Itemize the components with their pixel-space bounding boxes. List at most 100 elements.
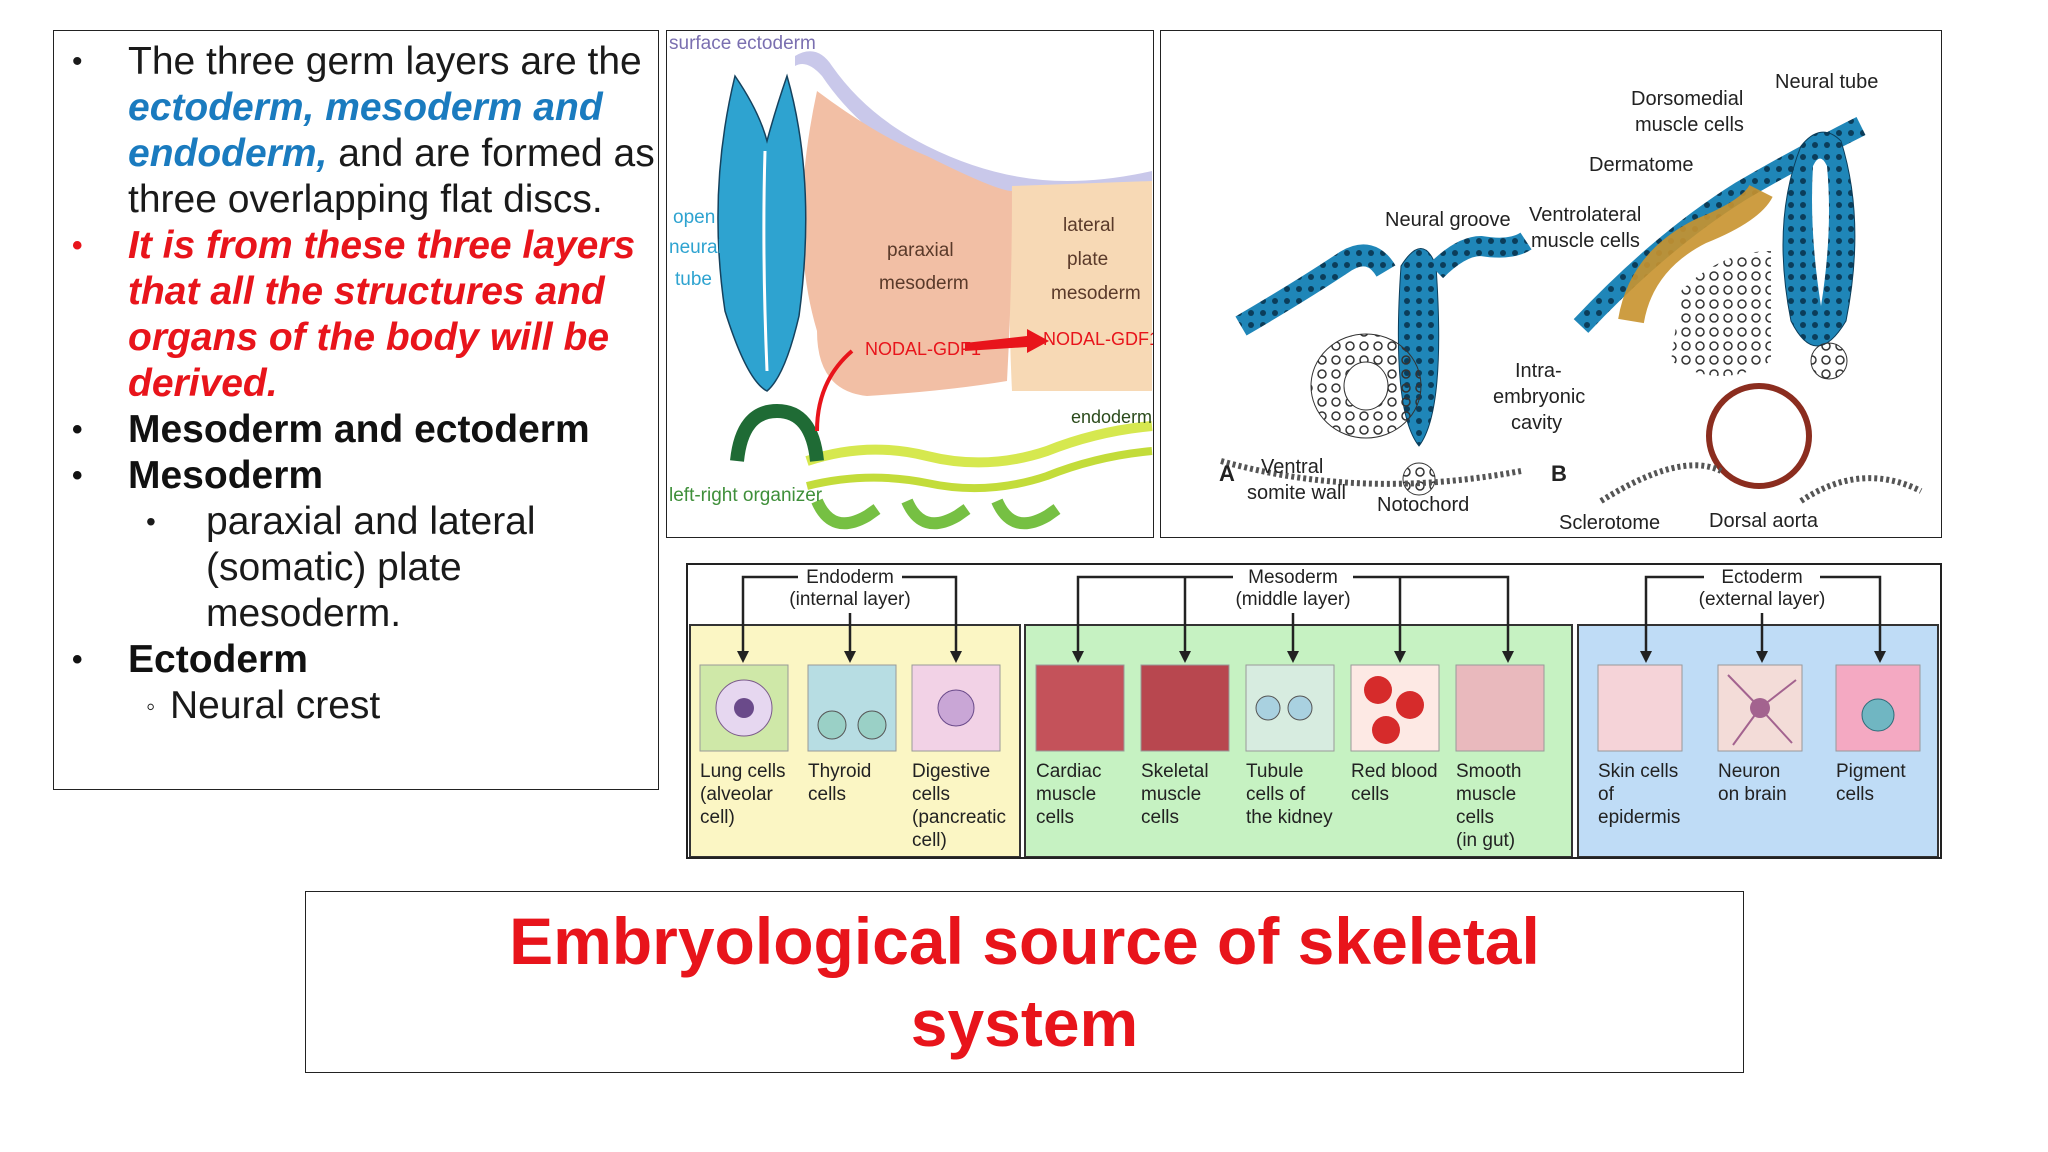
neural-tube-shape <box>717 73 807 392</box>
label-nodal-1: NODAL-GDF1 <box>865 339 981 359</box>
bullet-mesoderm-ectoderm: • Mesoderm and ectoderm <box>72 408 590 451</box>
cell-label-line: (in gut) <box>1456 830 1515 851</box>
cell-label-line: Skeletal <box>1141 761 1209 782</box>
endoderm-wave <box>805 421 1153 468</box>
bullet-ectoderm: • Ectoderm <box>72 638 308 681</box>
label-organizer: left-right organizer <box>669 485 823 506</box>
bullet-dot: • <box>72 45 83 78</box>
label-cavity: cavity <box>1511 412 1562 434</box>
label-somite-wall: somite wall <box>1247 482 1346 504</box>
label-intra: Intra- <box>1515 360 1562 382</box>
sub-bullet-paraxial: • paraxial and lateral (somatic) plate m… <box>146 500 536 635</box>
bullet-dot: • <box>72 459 83 492</box>
label-lp-mesoderm: mesoderm <box>1051 283 1141 304</box>
cell-label-line: cells of <box>1246 784 1306 805</box>
label-neural-groove: Neural groove <box>1385 209 1511 231</box>
neural-tube-mesoderm-figure: surface ectoderm open neural tube paraxi… <box>666 30 1159 538</box>
cell-labels: Lung cells(alveolarcell)ThyroidcellsDige… <box>700 761 1906 851</box>
label-ventral: Ventral <box>1261 456 1323 478</box>
cell-label-line: Neuron <box>1718 761 1780 782</box>
label-plate: plate <box>1067 249 1108 270</box>
ectoderm-connectors <box>1644 575 1882 653</box>
label-open: open <box>673 207 715 228</box>
cell-label-line: Pigment <box>1836 761 1906 782</box>
label-tube: tube <box>675 269 712 290</box>
cell-label-line: (pancreatic <box>912 807 1006 828</box>
label-lateral: lateral <box>1063 215 1115 236</box>
bullet-dot: • <box>146 506 156 537</box>
label-surface-ectoderm: surface ectoderm <box>669 33 816 54</box>
cell-label-line: Skin cells <box>1598 761 1678 782</box>
mesoderm-header: Mesoderm <box>1248 567 1338 588</box>
mesoderm-connectors <box>1076 575 1510 653</box>
paraxial-mesoderm-shape <box>802 91 1012 396</box>
cell-label-line: the kidney <box>1246 807 1333 828</box>
label-neural: neural <box>669 237 722 258</box>
mesoderm-subheader: (middle layer) <box>1235 589 1350 610</box>
label-a: A <box>1219 461 1235 486</box>
sclerotome-b <box>1671 251 1771 376</box>
sub-bullet-neural-crest: ◦ Neural crest <box>146 684 381 727</box>
cell-label-line: cells <box>1036 807 1074 828</box>
cell-label-line: cells <box>1456 807 1494 828</box>
notochord-a <box>1402 462 1436 496</box>
flow-arrow <box>901 498 971 530</box>
cell-label-line: muscle <box>1141 784 1201 805</box>
label-ventrolateral-muscle: muscle cells <box>1531 230 1640 252</box>
label-sclerotome: Sclerotome <box>1559 512 1660 534</box>
cell-label-line: cell) <box>912 830 947 851</box>
cell-label-line: muscle <box>1456 784 1516 805</box>
label-neural-tube: Neural tube <box>1775 71 1878 93</box>
cell-label-line: epidermis <box>1598 807 1680 828</box>
endoderm-subheader: (internal layer) <box>789 589 910 610</box>
label-endoderm: endoderm <box>1071 407 1152 427</box>
label-b: B <box>1551 461 1567 486</box>
cell-label-line: cell) <box>700 807 735 828</box>
bullet-circle: ◦ <box>146 691 156 721</box>
red-arrow <box>815 349 854 432</box>
organizer-arc <box>730 403 824 462</box>
connector-arrowheads <box>737 651 1886 663</box>
bullet-list-box: • The three germ layers are the ectoderm… <box>53 30 659 790</box>
label-dorsal-aorta: Dorsal aorta <box>1709 510 1819 532</box>
cell-label-line: Lung cells <box>700 761 786 782</box>
thyroid-cell-thumb <box>807 664 897 752</box>
skeletal-muscle-thumb <box>1140 664 1230 752</box>
bullet-mesoderm: • Mesoderm <box>72 454 324 497</box>
cell-label-line: (alveolar <box>700 784 774 805</box>
bullet-derived-structures: • It is from these three layers that all… <box>72 224 636 405</box>
label-embryonic: embryonic <box>1493 386 1585 408</box>
bullet-dot: • <box>72 413 83 446</box>
cardiac-muscle-thumb <box>1035 664 1125 752</box>
bullet-germ-layers: • The three germ layers are the ectoderm… <box>72 40 655 221</box>
endoderm-connectors <box>741 575 958 653</box>
title-box: Embryological source of skeletal system <box>305 891 1744 1073</box>
bullet-dot: • <box>72 229 83 262</box>
bullet-dot: • <box>72 643 83 676</box>
skin-cell-thumb <box>1597 664 1683 752</box>
cell-label-line: Cardiac <box>1036 761 1101 782</box>
red-arrow-right <box>965 329 1049 353</box>
lateral-plate-shape <box>1009 181 1152 391</box>
neural-groove-epithelium <box>1235 244 1396 336</box>
smooth-muscle-thumb <box>1455 664 1545 752</box>
germ-layers-emphasis: ectoderm, mesoderm and endoderm, <box>128 86 603 175</box>
label-nodal-2: NODAL-GDF1 <box>1043 329 1153 349</box>
cell-label-line: Thyroid <box>808 761 871 782</box>
cell-label-line: cells <box>1351 784 1389 805</box>
label-ventrolateral: Ventrolateral <box>1529 204 1641 226</box>
ectoderm-subheader: (external layer) <box>1699 589 1826 610</box>
dermomyotome-b <box>1618 184 1773 324</box>
cell-label-line: cells <box>808 784 846 805</box>
notochord-b <box>1810 342 1848 380</box>
cell-label-line: cells <box>1141 807 1179 828</box>
cell-label-line: Tubule <box>1246 761 1303 782</box>
somite-section-figure: Neural groove A Ventral somite wall Noto… <box>1160 30 1942 538</box>
cell-label-line: Smooth <box>1456 761 1521 782</box>
cell-label-line: cells <box>912 784 950 805</box>
label-dorsomedial: Dorsomedial <box>1631 88 1743 110</box>
cell-label-line: of <box>1598 784 1615 805</box>
slide-title: Embryological source of skeletal system <box>509 904 1540 1060</box>
cell-label-line: cells <box>1836 784 1874 805</box>
cell-label-line: muscle <box>1036 784 1096 805</box>
